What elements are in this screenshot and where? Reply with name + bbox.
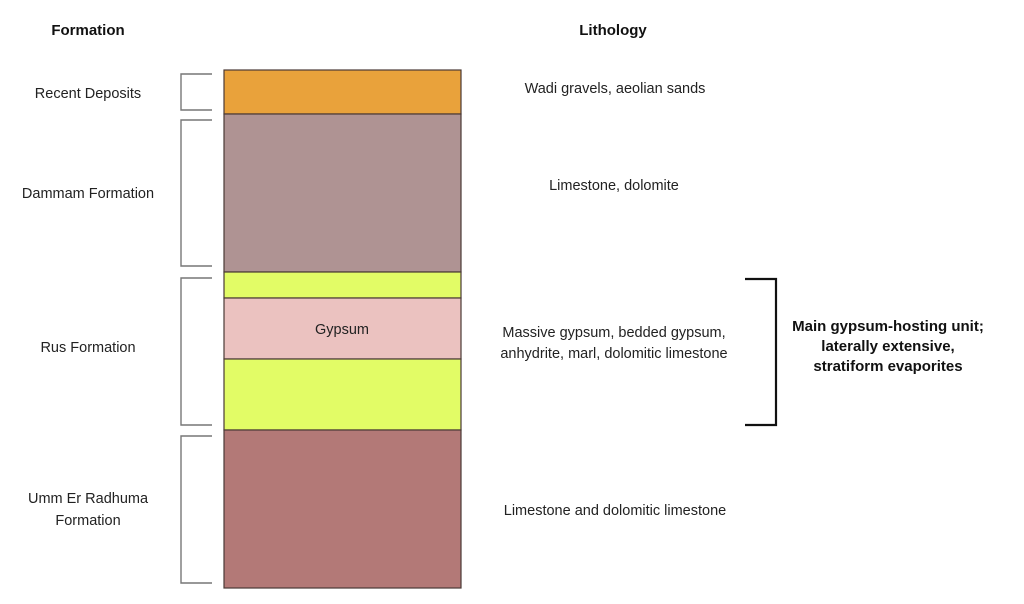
lithology-recent: Wadi gravels, aeolian sands [525, 81, 706, 97]
annotation-line-2: laterally extensive, [821, 338, 954, 355]
annotation-line-1: Main gypsum-hosting unit; [792, 318, 984, 335]
lithology-header: Lithology [579, 22, 647, 39]
formation-label-umm-2: Formation [55, 513, 120, 529]
layer-umm-er-radhuma [223, 429, 462, 589]
bracket-gypsum-unit [745, 277, 778, 427]
formation-label-recent: Recent Deposits [35, 86, 141, 102]
layer-recent-deposits [223, 69, 462, 115]
gypsum-label: Gypsum [315, 322, 369, 338]
layer-rus-lower [223, 358, 462, 431]
annotation-line-3: stratiform evaporites [813, 358, 962, 375]
lithology-rus-1: Massive gypsum, bedded gypsum, [502, 325, 725, 341]
bracket-dammam [180, 119, 212, 267]
formation-header: Formation [51, 22, 124, 39]
lithology-dammam: Limestone, dolomite [549, 178, 679, 194]
bracket-umm-er-radhuma [180, 435, 212, 584]
bracket-rus [180, 277, 212, 426]
lithology-umm: Limestone and dolomitic limestone [504, 503, 726, 519]
layer-gypsum [223, 297, 462, 360]
formation-label-rus: Rus Formation [40, 340, 135, 356]
formation-label-umm-1: Umm Er Radhuma [28, 491, 149, 507]
formation-label-dammam: Dammam Formation [22, 186, 154, 202]
lithology-rus-2: anhydrite, marl, dolomitic limestone [500, 346, 727, 362]
layer-dammam [223, 113, 462, 273]
stratigraphic-column: Gypsum [223, 69, 462, 589]
layer-rus-upper [223, 271, 462, 299]
bracket-recent-deposits [180, 73, 212, 111]
